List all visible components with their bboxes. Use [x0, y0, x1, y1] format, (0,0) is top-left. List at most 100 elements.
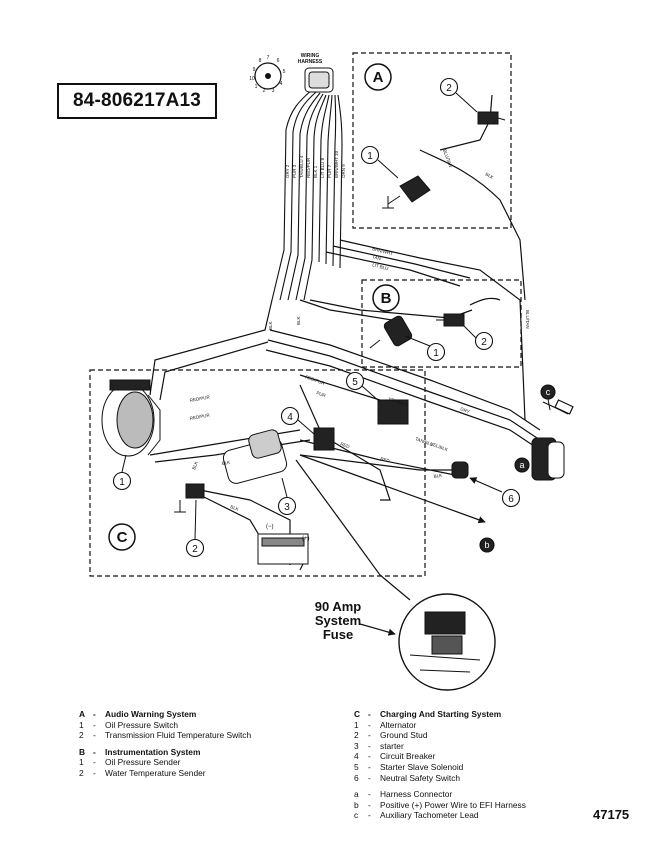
section-a-marker	[364, 63, 392, 91]
legend-key: 2	[354, 730, 359, 741]
section-b-letter: B	[381, 290, 392, 307]
wire-label: BLK 1	[313, 165, 318, 178]
legend-heading: C-Charging And Starting System	[354, 709, 526, 720]
callout-c1-text: 1	[119, 477, 125, 488]
legend-key: 1	[354, 719, 359, 730]
wire-label: YEL/BLK	[430, 441, 449, 452]
legend-sep: -	[93, 757, 96, 768]
legend-sep: -	[368, 761, 371, 772]
legend-sep: -	[93, 746, 96, 757]
legend-text: Oil Pressure Sender	[105, 757, 181, 768]
section-c-marker	[108, 523, 136, 551]
legend-text: Oil Pressure Switch	[105, 719, 179, 730]
wire-label: RED	[340, 441, 351, 449]
wiring-harness-plug	[304, 67, 334, 93]
callout-c1	[112, 471, 132, 491]
pin-label: 6	[277, 58, 280, 64]
legend-sep: -	[93, 767, 96, 778]
pin-label: 1	[255, 84, 258, 90]
harness-connector-a	[531, 437, 565, 481]
callout-b2-text: 2	[481, 337, 487, 348]
legend-text: starter	[380, 740, 404, 751]
battery-neg-label: (−)	[266, 524, 274, 530]
figure-number: 47175	[593, 807, 630, 822]
wire-label: TAN/BLU 4	[299, 155, 304, 178]
legend-item: 2-Ground Stud	[354, 730, 526, 741]
legend-text: Auxiliary Tachometer Lead	[380, 810, 479, 821]
fuse-label: 90 Amp System Fuse	[296, 600, 380, 642]
wire-label: BLK	[268, 321, 273, 330]
legend-sep: -	[368, 799, 371, 810]
pin-label: 7	[267, 55, 270, 61]
legend-key: 4	[354, 751, 359, 762]
legend-item: 1-Oil Pressure Sender	[79, 757, 251, 768]
legend-sep: -	[93, 730, 96, 741]
legend-sep: -	[368, 719, 371, 730]
legend-text: Harness Connector	[380, 789, 453, 800]
section-b-marker	[372, 284, 400, 312]
legend-text: Ground Stud	[380, 730, 428, 741]
legend-item: 6-Neutral Safety Switch	[354, 773, 526, 784]
legend-text: Positive (+) Power Wire to EFI Harness	[380, 799, 526, 810]
callout-a2-text: 2	[446, 83, 452, 94]
legend-text: Instrumentation System	[105, 746, 201, 757]
legend-sep: -	[368, 730, 371, 741]
legend-item: 1-Alternator	[354, 720, 526, 731]
section-a-box	[352, 52, 512, 229]
callout-b-text: b	[484, 540, 489, 550]
legend-text: Water Temperature Sender	[105, 767, 206, 778]
trans-fluid-temp-switch	[477, 111, 506, 125]
section-c-letter: C	[117, 529, 128, 546]
wire-label: TAN/BLU	[415, 436, 434, 447]
callout-c2	[185, 538, 205, 558]
pin-label: 3	[272, 88, 275, 94]
legend-key: 2	[79, 767, 84, 778]
legend-sep: -	[368, 751, 371, 762]
legend-item: 1-Oil Pressure Switch	[79, 720, 251, 731]
harness-label-2: HARNESS	[298, 59, 323, 65]
fuse-label-line: System	[314, 613, 362, 628]
oil-pressure-switch-a	[382, 175, 431, 209]
wire-label: BRN/WHT 10	[334, 150, 339, 178]
legend-sep: -	[368, 709, 371, 719]
legend-key: a	[354, 789, 359, 800]
oil-pressure-sender	[369, 315, 413, 349]
pin-label: 5	[283, 69, 286, 75]
water-temp-sender	[436, 313, 465, 327]
callout-c4	[280, 406, 300, 426]
wire-label: RED	[380, 456, 391, 463]
connector-pinout	[254, 62, 282, 90]
wire-label: RED/PUR	[305, 374, 326, 386]
wire-label: BLK	[296, 316, 301, 325]
callout-c2-text: 2	[192, 544, 198, 555]
callout-c6-text: 6	[508, 494, 514, 505]
wire-label: RED/PUR	[189, 394, 211, 403]
wire-label: LIT BLU	[372, 262, 389, 271]
legend-key: A	[79, 709, 86, 719]
legend-text: Transmission Fluid Temperature Switch	[105, 730, 252, 741]
wire-label: LIT BLU 8	[320, 157, 325, 178]
legend-text: Charging And Starting System	[380, 709, 502, 719]
callout-c6	[501, 488, 521, 508]
legend-key: 1	[79, 719, 84, 730]
legend-key: 2	[79, 730, 84, 741]
legend-item: 2-Transmission Fluid Temperature Switch	[79, 730, 251, 741]
callout-a2	[439, 77, 459, 97]
wire-label: PUR 7	[327, 164, 332, 178]
callout-a1-text: 1	[367, 151, 373, 162]
wire-label: BRN/WHT	[372, 246, 394, 256]
callout-c5	[345, 371, 365, 391]
callout-c5-text: 5	[352, 377, 358, 388]
wire-label: YEL/RED	[388, 396, 409, 408]
legend-sep: -	[93, 719, 96, 730]
callout-c4-text: 4	[287, 412, 293, 423]
legend-text: Alternator	[380, 719, 417, 730]
wire-label: RED/PUR	[189, 412, 211, 421]
callout-b1	[426, 342, 446, 362]
neutral-safety-switch	[451, 461, 469, 479]
legend-sep: -	[368, 772, 371, 783]
pin-label: 4	[280, 81, 283, 87]
wire-label: RED/PUR	[306, 157, 311, 178]
wire-label: BLK	[485, 172, 495, 181]
battery-pos-label: (+)	[302, 536, 310, 542]
